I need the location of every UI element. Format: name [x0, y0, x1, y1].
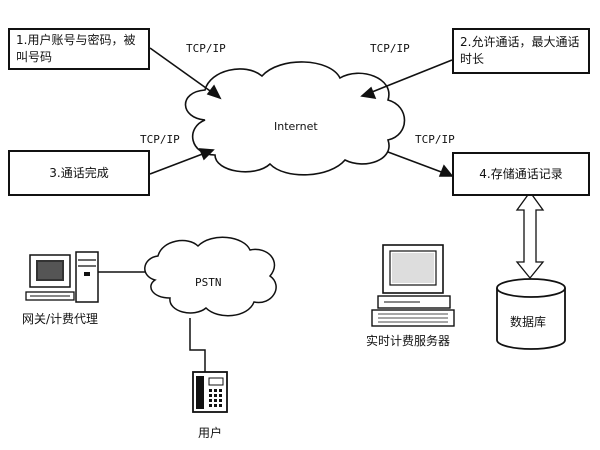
billing-server-icon: [371, 244, 455, 327]
step3-box: 3.通话完成: [8, 150, 150, 196]
step4-box: 4.存储通话记录: [452, 152, 590, 196]
database-caption: 数据库: [510, 315, 547, 329]
step1-box: 1.用户账号与密码，被叫号码: [8, 28, 150, 70]
tcp-ip-label-2: TCP/IP: [370, 42, 410, 55]
step2-box: 2.允许通话，最大通话时长: [452, 28, 590, 74]
internet-label: Internet: [274, 120, 318, 133]
pstn-phone-link: [189, 318, 206, 372]
arrow-step1-to-internet: [149, 47, 221, 99]
pstn-label: PSTN: [195, 276, 222, 289]
db-double-arrow: [515, 190, 545, 280]
gateway-caption: 网关/计费代理: [22, 312, 99, 326]
user-caption: 用户: [198, 426, 223, 440]
step3-label: 3.通话完成: [49, 165, 109, 180]
telephone-icon: [192, 371, 228, 413]
gateway-computer-icon: [25, 251, 99, 303]
internet-cloud: [184, 61, 406, 176]
arrow-internet-to-step2: [361, 59, 453, 97]
pstn-cloud: [144, 236, 277, 317]
database-cylinder-icon: [496, 278, 566, 350]
step1-label: 1.用户账号与密码，被叫号码: [16, 33, 136, 64]
tcp-ip-label-4: TCP/IP: [415, 133, 455, 146]
tcp-ip-label-3: TCP/IP: [140, 133, 180, 146]
billing-server-caption: 实时计费服务器: [366, 334, 451, 348]
step2-label: 2.允许通话，最大通话时长: [460, 35, 580, 66]
arrows: [149, 47, 454, 177]
tcp-ip-label-1: TCP/IP: [186, 42, 226, 55]
step4-label: 4.存储通话记录: [479, 166, 563, 181]
